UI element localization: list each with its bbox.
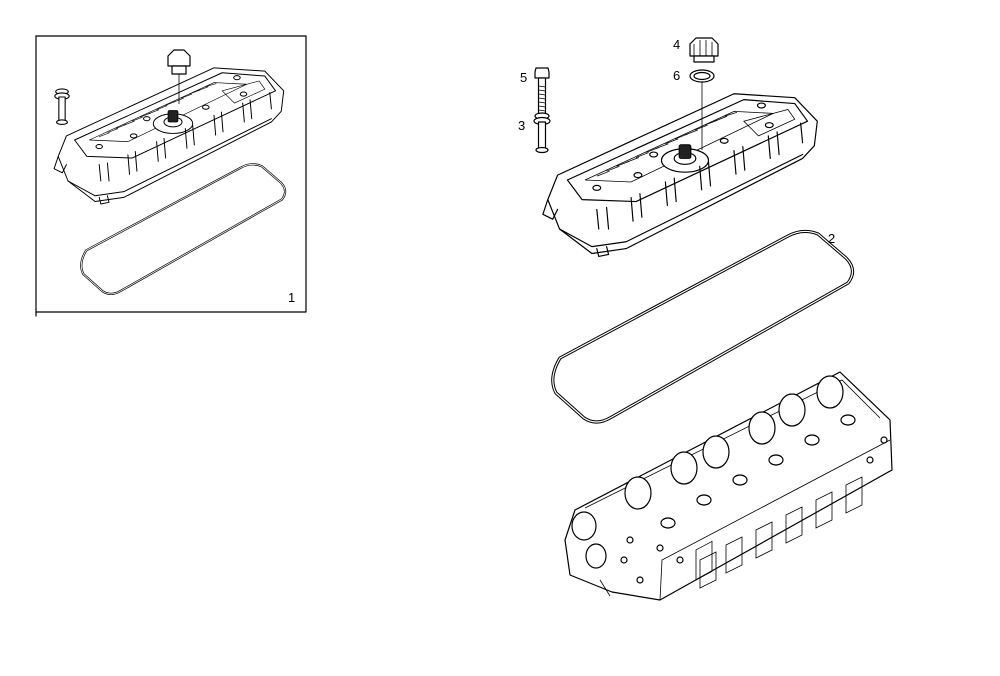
- callout-cap: 4: [673, 37, 680, 52]
- callout-seal-ring: 6: [673, 68, 680, 83]
- callout-screw: 3: [518, 118, 525, 133]
- callout-gasket: 2: [828, 231, 835, 246]
- kit-stud: [54, 88, 70, 125]
- seal-ring: [689, 69, 715, 150]
- callout-bolt: 5: [520, 70, 527, 85]
- filler-cap: [689, 37, 719, 63]
- kit-valve-cover: [53, 67, 285, 205]
- kit-box: [35, 35, 307, 317]
- kit-cap: [167, 49, 191, 104]
- callout-kit: 1: [288, 290, 295, 305]
- cylinder-head: [564, 371, 893, 601]
- stud-screw: [533, 112, 551, 154]
- valve-cover: [542, 93, 818, 258]
- bolt: [534, 67, 550, 115]
